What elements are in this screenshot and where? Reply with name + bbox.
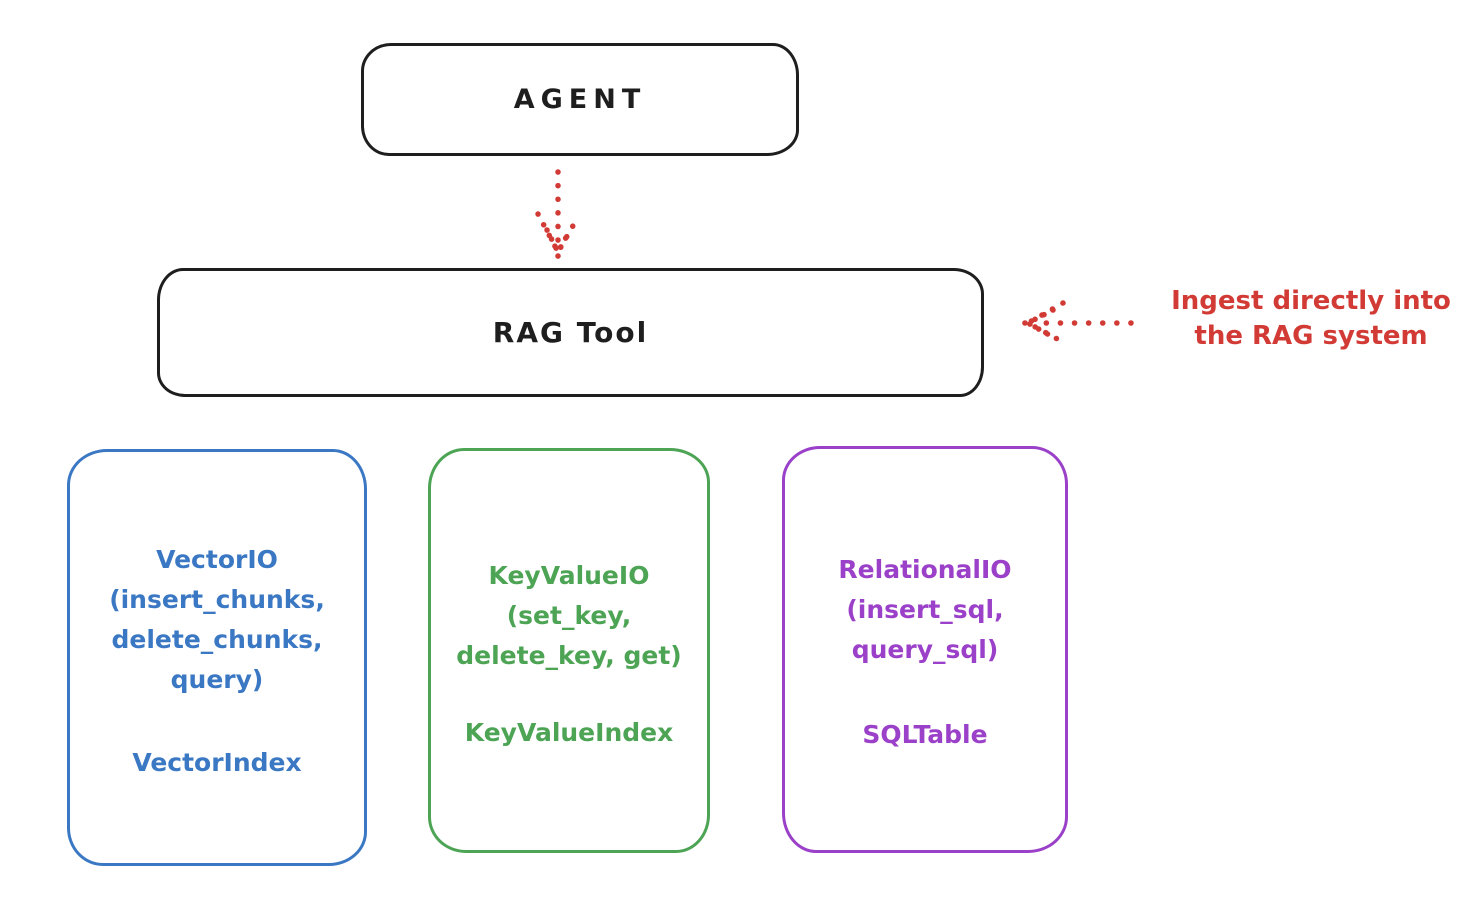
- vector-index-label: VectorIndex: [132, 748, 302, 777]
- agent-node-label: AGENT: [513, 84, 647, 115]
- relational-io-line: RelationalIO: [838, 555, 1012, 584]
- ingest-annotation: Ingest directly into the RAG system: [1138, 284, 1484, 354]
- rag-tool-node: RAG Tool: [157, 268, 984, 397]
- relational-io-line: (insert_sql,: [846, 595, 1004, 624]
- ingest-annotation-line-2: the RAG system: [1194, 321, 1428, 351]
- sql-table-label: SQLTable: [862, 720, 988, 749]
- agent-to-rag-arrow-icon: [535, 169, 581, 260]
- ingest-annotation-line-1: Ingest directly into: [1171, 286, 1451, 316]
- ingest-to-rag-arrow-icon: [1021, 300, 1134, 344]
- vector-io-line: VectorIO: [156, 545, 278, 574]
- rag-tool-node-label: RAG Tool: [492, 316, 649, 349]
- vector-io-line: query): [170, 665, 264, 694]
- keyvalue-io-line: delete_key, get): [456, 641, 682, 670]
- keyvalue-io-node: KeyValueIO (set_key, delete_key, get) Ke…: [428, 448, 710, 853]
- keyvalue-index-label: KeyValueIndex: [464, 718, 674, 747]
- agent-node: AGENT: [361, 43, 799, 156]
- relational-io-line: query_sql): [851, 635, 999, 664]
- vector-io-line: delete_chunks,: [111, 625, 323, 654]
- relational-io-node: RelationalIO (insert_sql, query_sql) SQL…: [782, 446, 1068, 853]
- keyvalue-io-line: (set_key,: [506, 601, 632, 630]
- keyvalue-io-line: KeyValueIO: [488, 561, 650, 590]
- vector-io-node: VectorIO (insert_chunks, delete_chunks, …: [67, 449, 367, 866]
- vector-io-line: (insert_chunks,: [109, 585, 325, 614]
